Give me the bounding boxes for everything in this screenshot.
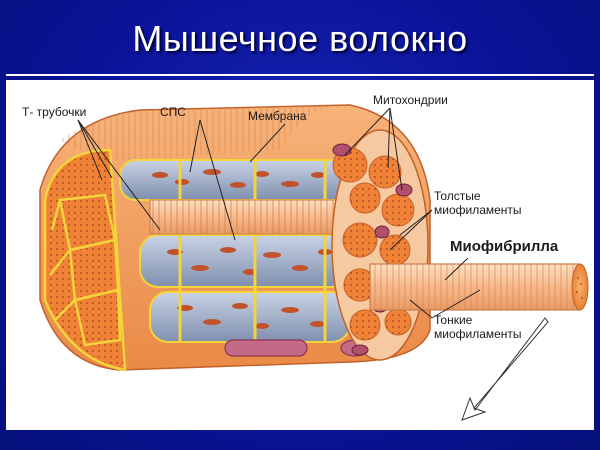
sr-row-top [119,159,351,201]
label-thin-line1: Тонкие [434,313,473,327]
leader-lines [77,107,481,319]
label-mitochondria: Митохондрии [373,93,448,107]
t-tubule-lines [178,160,327,342]
label-myofibril: Миофибрилла [450,238,559,255]
fiber-cross-section [43,148,127,372]
expansion-arrow [461,317,549,421]
myofibril-extracted [369,263,589,311]
bottom-mitochondria [224,339,370,357]
label-thin-line2: миофиламенты [434,327,522,341]
sarcoplasmic-reticulum [119,159,351,343]
label-thick-line1: Толстые [434,189,481,203]
label-membrane: Мембрана [248,109,307,123]
right-cross-section [331,129,429,361]
label-sps: СПС [160,105,186,119]
slide-title: Мышечное волокно [132,18,468,59]
title-divider [6,74,594,76]
myofibril-band [149,199,356,235]
sr-row-middle [139,234,351,288]
label-thick-line2: миофиламенты [434,203,522,217]
label-t-tubules: Т- трубочки [22,105,87,119]
